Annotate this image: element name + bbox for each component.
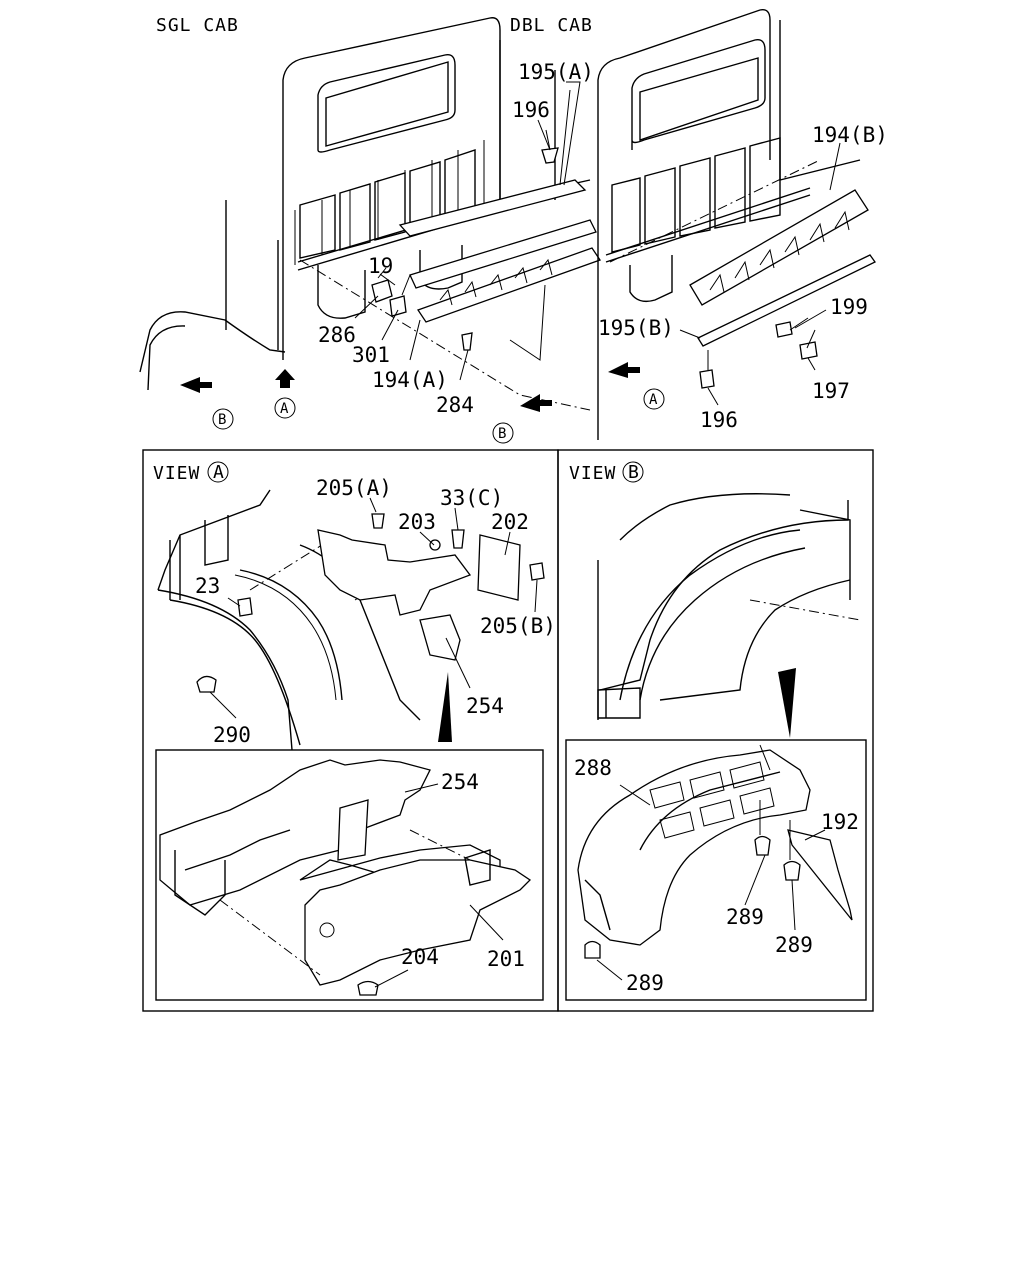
leader-lines (209, 81, 841, 988)
callout-19: 19 (368, 254, 393, 278)
sgl-cab-illustration (139, 17, 640, 412)
callout-205b: 205(B) (480, 614, 556, 638)
callout-284: 284 (436, 393, 474, 417)
sgl-cab-header: SGL CAB (156, 15, 239, 36)
arrow-marker-mid-b: B (498, 426, 506, 442)
callout-254-view: 254 (466, 694, 504, 718)
callout-194a: 194(A) (372, 368, 448, 392)
callout-254-detail: 254 (441, 770, 479, 794)
callout-192: 192 (821, 810, 859, 834)
callout-23: 23 (195, 574, 220, 598)
callout-289-a: 289 (726, 905, 764, 929)
callout-195a: 195(A) (518, 60, 594, 84)
callout-290: 290 (213, 723, 251, 747)
view-b-illustration (597, 493, 861, 720)
callout-197: 197 (812, 379, 850, 403)
view-b-detail-illustration (577, 744, 853, 959)
callout-289-c: 289 (626, 971, 664, 995)
dbl-cab-illustration (597, 9, 876, 440)
view-a-title: VIEW (153, 463, 200, 484)
view-b-panel (557, 449, 874, 1012)
dbl-cab-header: DBL CAB (510, 15, 593, 36)
circle-markers (207, 388, 665, 483)
callout-301: 301 (352, 343, 390, 367)
callout-194b: 194(B) (812, 123, 888, 147)
view-b-letter: B (628, 462, 640, 483)
callout-288: 288 (574, 756, 612, 780)
callout-199: 199 (830, 295, 868, 319)
callout-196-top: 196 (512, 98, 550, 122)
view-a-detail-illustration (159, 759, 532, 996)
arrow-marker-dbl-a: A (649, 392, 658, 408)
callout-286: 286 (318, 323, 356, 347)
callout-196-bottom: 196 (700, 408, 738, 432)
view-a-illustration (157, 489, 796, 751)
callout-202: 202 (491, 510, 529, 534)
arrow-marker-sgl-b: B (218, 412, 226, 428)
callout-204: 204 (401, 945, 439, 969)
callout-205a: 205(A) (316, 476, 392, 500)
callout-195b: 195(B) (598, 316, 674, 340)
callout-203: 203 (398, 510, 436, 534)
arrow-marker-sgl-a: A (280, 401, 289, 417)
callout-33c: 33(C) (440, 486, 503, 510)
view-b-title: VIEW (569, 463, 616, 484)
callout-289-b: 289 (775, 933, 813, 957)
view-a-letter: A (213, 462, 225, 483)
callout-201: 201 (487, 947, 525, 971)
